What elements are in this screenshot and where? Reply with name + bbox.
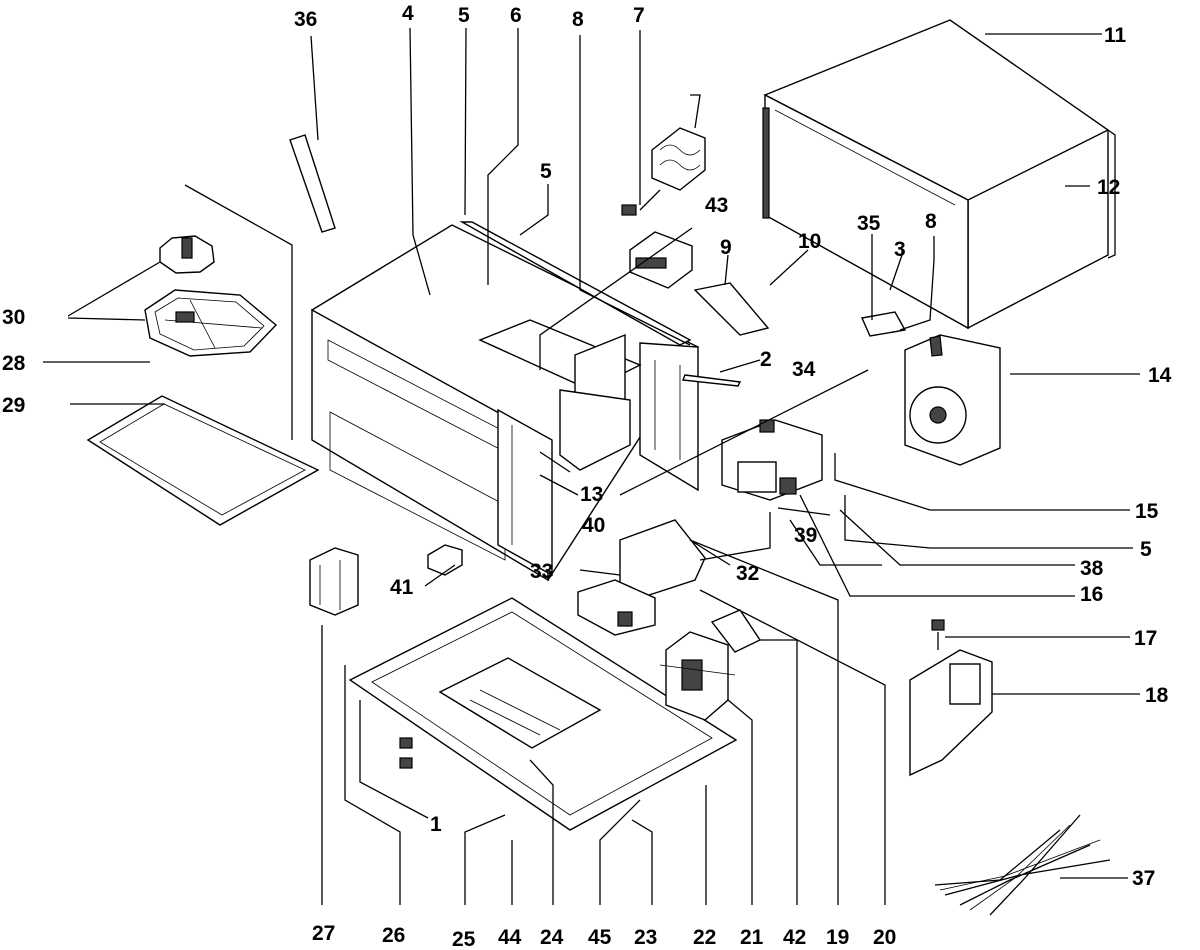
bracket-assembly [577, 519, 706, 636]
callout-41: 41 [390, 576, 414, 599]
callout-labels: 36 4 5 6 8 7 11 12 43 5 35 3 8 10 9 30 2… [2, 2, 1172, 950]
callout-25: 25 [452, 928, 476, 950]
callout-19: 19 [826, 926, 849, 949]
callout-8b: 8 [925, 210, 937, 233]
top-harness [621, 94, 706, 216]
callout-8: 8 [572, 8, 584, 31]
small-strip [682, 374, 742, 387]
callout-7: 7 [633, 4, 645, 27]
callout-16: 16 [1080, 583, 1103, 606]
callout-14: 14 [1148, 364, 1172, 387]
callout-34: 34 [792, 358, 816, 381]
mounting-bracket [693, 282, 770, 336]
capacitor [427, 544, 463, 576]
callout-22: 22 [693, 926, 716, 949]
callout-29: 29 [2, 394, 25, 417]
callout-17: 17 [1134, 627, 1157, 650]
callout-1: 1 [430, 813, 442, 836]
callout-37: 37 [1132, 867, 1155, 890]
parts-artwork [86, 19, 1111, 916]
callout-42: 42 [783, 926, 806, 949]
callout-13: 13 [580, 483, 603, 506]
callout-23: 23 [634, 926, 657, 949]
callout-44: 44 [498, 926, 522, 949]
callout-32: 32 [736, 562, 759, 585]
callout-5c: 5 [1140, 538, 1152, 561]
callout-28: 28 [2, 352, 26, 375]
outer-cabinet [762, 19, 1109, 330]
callout-26: 26 [382, 924, 405, 947]
callout-39: 39 [794, 524, 817, 547]
switch-bracket [860, 311, 907, 337]
turntable-parts [144, 235, 278, 357]
callout-9: 9 [720, 236, 732, 259]
magnetron [721, 419, 823, 501]
noise-filter [309, 547, 359, 616]
callout-11: 11 [1104, 24, 1127, 47]
leader-lines [43, 27, 1140, 905]
callout-2: 2 [760, 348, 772, 371]
transformer [659, 631, 736, 721]
callout-24: 24 [540, 926, 564, 949]
fan-housing [904, 334, 1001, 466]
callout-36: 36 [294, 8, 317, 31]
door-interlock [909, 619, 993, 777]
callout-12: 12 [1097, 176, 1120, 199]
callout-30: 30 [2, 306, 25, 329]
callout-5b: 5 [540, 160, 552, 183]
callout-38: 38 [1080, 557, 1104, 580]
callout-5: 5 [458, 4, 470, 27]
callout-40: 40 [582, 514, 605, 537]
callout-4: 4 [402, 2, 414, 25]
air-guide-strip [289, 134, 336, 233]
base-plate [348, 597, 738, 831]
callout-35: 35 [857, 212, 881, 235]
callout-21: 21 [740, 926, 764, 949]
callout-43: 43 [705, 194, 728, 217]
callout-10: 10 [798, 230, 821, 253]
callout-27: 27 [312, 922, 335, 945]
callout-18: 18 [1145, 684, 1169, 707]
callout-3: 3 [894, 238, 906, 261]
glass-tray [86, 395, 320, 526]
callout-45: 45 [588, 926, 612, 949]
waveguide-block [478, 319, 642, 471]
callout-15: 15 [1135, 500, 1159, 523]
callout-33: 33 [530, 560, 553, 583]
wire-harness [934, 814, 1111, 916]
callout-6: 6 [510, 4, 522, 27]
fuse-holder [629, 231, 693, 289]
callout-20: 20 [873, 926, 896, 949]
